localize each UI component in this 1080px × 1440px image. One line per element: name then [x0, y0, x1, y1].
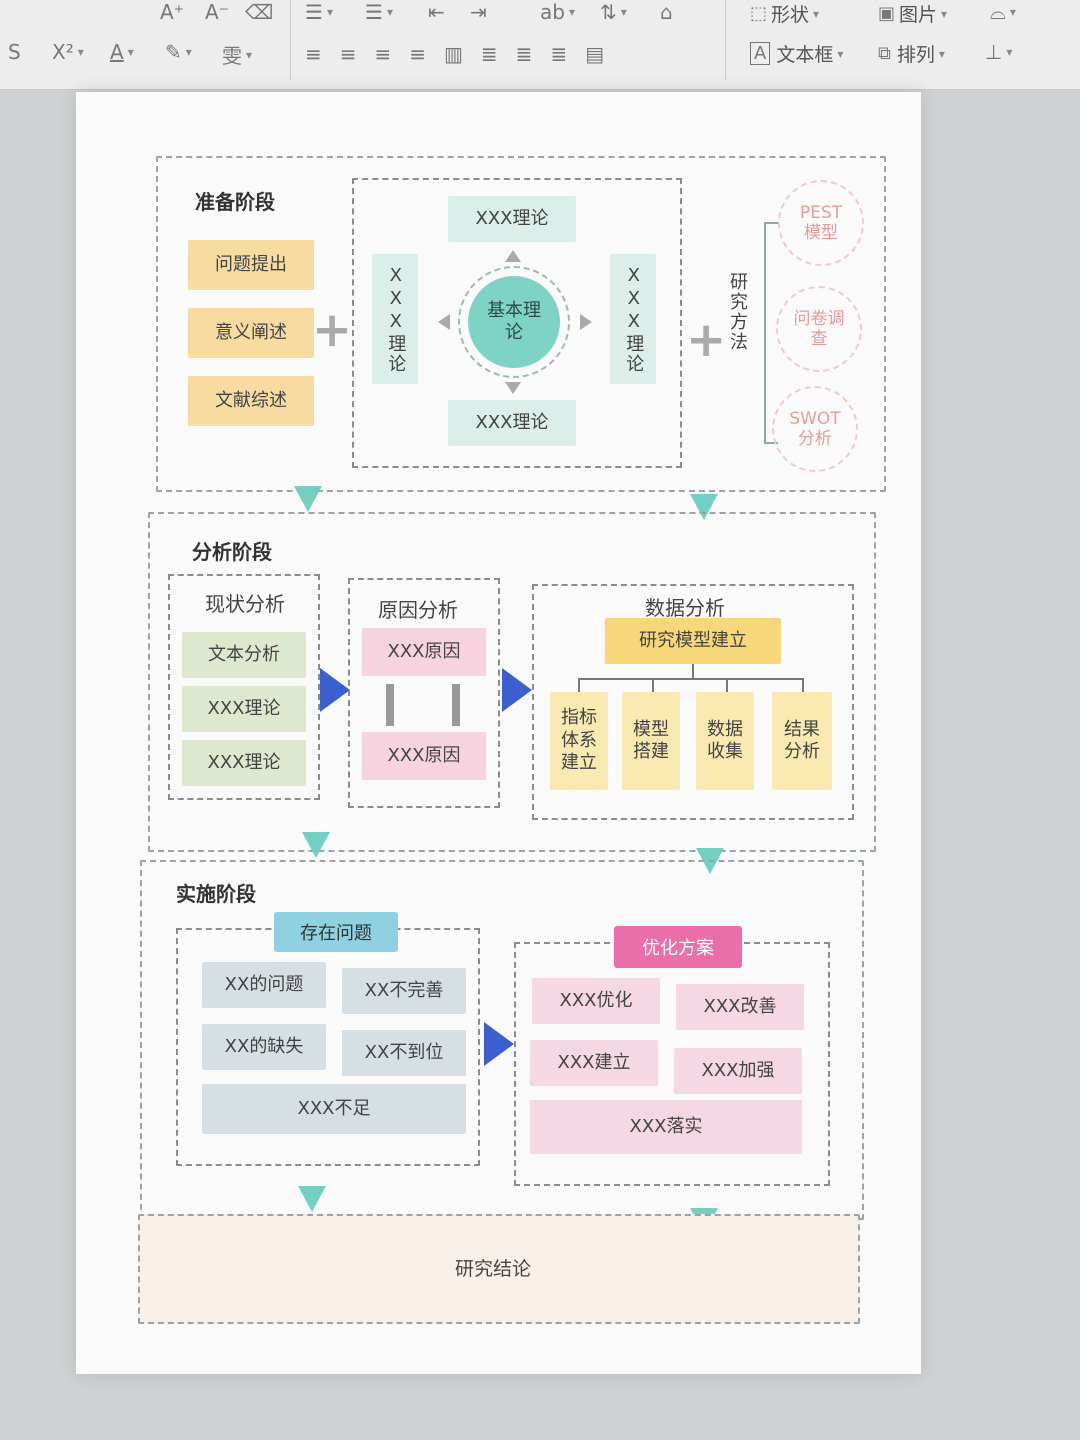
clear-format-icon[interactable]: ⌫ [245, 0, 274, 24]
prep-item: 意义阐述 [188, 308, 314, 358]
flow-right-arrow [484, 1022, 514, 1066]
status-item: 文本分析 [182, 632, 306, 678]
theory-left: XXX理论 [372, 254, 418, 384]
indent-icon[interactable]: ⇥ [470, 0, 487, 24]
cause-frame [348, 578, 500, 808]
plus-icon: + [686, 312, 727, 368]
status-item: XXX理论 [182, 686, 306, 732]
tree-connector [726, 678, 728, 692]
solution-item: XXX改善 [676, 984, 804, 1030]
data-title: 数据分析 [645, 596, 725, 620]
problem-item: XX不到位 [342, 1030, 466, 1076]
toolbar-divider [290, 0, 291, 80]
arrow-right-icon [580, 314, 592, 330]
theory-right: XXX理论 [610, 254, 656, 384]
data-frame [532, 584, 854, 820]
flow-down-arrow [294, 486, 322, 512]
decrease-font-icon[interactable]: A⁻ [205, 0, 230, 24]
cause-title: 原因分析 [378, 598, 458, 622]
more-icon[interactable]: ⌓▾ [990, 0, 1016, 24]
status-item: XXX理论 [182, 740, 306, 786]
impl-stage-title: 实施阶段 [176, 882, 256, 906]
tree-connector [578, 678, 580, 692]
problem-item: XX不完善 [342, 968, 466, 1014]
arrow-down-icon [505, 382, 521, 394]
toolbar-divider [725, 0, 726, 80]
prep-stage-title: 准备阶段 [195, 190, 275, 214]
method-pest: PEST模型 [778, 180, 864, 266]
arrange-button[interactable]: ⧉排列▾ [878, 43, 945, 66]
flow-right-arrow [320, 668, 350, 712]
status-frame [168, 574, 320, 800]
font-color-icon[interactable]: A▾ [110, 40, 134, 64]
solution-item: XXX优化 [532, 978, 660, 1024]
numbered-list-icon[interactable]: ☰▾ [365, 0, 393, 24]
data-item: 指标体系建立 [550, 692, 608, 790]
shape-button[interactable]: ⬚形状▾ [750, 3, 820, 26]
tree-connector [578, 678, 804, 680]
method-swot: SWOT分析 [772, 386, 858, 472]
data-item: 结果分析 [772, 692, 832, 790]
prep-item: 问题提出 [188, 240, 314, 290]
border-icon[interactable]: ⌂ [660, 0, 673, 24]
problems-tag: 存在问题 [274, 912, 398, 952]
conclusion-box [138, 1214, 860, 1324]
conclusion-label: 研究结论 [455, 1258, 532, 1280]
analysis-stage-title: 分析阶段 [192, 540, 272, 564]
sort-icon[interactable]: ⇅▾ [600, 0, 627, 24]
analysis-stage [148, 512, 876, 852]
plus-icon: + [312, 302, 353, 358]
solution-item: XXX建立 [530, 1040, 658, 1086]
flow-down-arrow [302, 832, 330, 858]
picture-button[interactable]: ▣图片▾ [878, 3, 948, 26]
cause-link-bar [452, 684, 460, 726]
core-theory-circle: 基本理论 [468, 276, 560, 368]
data-item: 数据收集 [696, 692, 754, 790]
arrow-left-icon [438, 314, 450, 330]
theory-frame [352, 178, 682, 468]
status-title: 现状分析 [205, 592, 285, 616]
data-item: 模型搭建 [622, 692, 680, 790]
flow-down-arrow [690, 494, 718, 520]
increase-font-icon[interactable]: A⁺ [160, 0, 185, 24]
model-build-box: 研究模型建立 [605, 618, 781, 664]
tree-connector [802, 678, 804, 692]
solutions-tag: 优化方案 [614, 926, 742, 968]
theory-bottom: XXX理论 [448, 400, 576, 446]
cause-item: XXX原因 [362, 628, 486, 676]
prep-stage [156, 156, 886, 492]
align-icons[interactable]: ≡≡≡≡▥≣≣≣▤ [305, 42, 623, 66]
prep-item: 文献综述 [188, 376, 314, 426]
highlight-icon[interactable]: ✎▾ [165, 40, 192, 64]
align-objects-icon[interactable]: ⊥▾ [985, 40, 1013, 64]
outdent-icon[interactable]: ⇤ [428, 0, 445, 24]
flow-down-arrow [298, 1186, 326, 1212]
method-bracket [764, 222, 778, 444]
problem-item-wide: XXX不足 [202, 1084, 466, 1134]
phonetic-icon[interactable]: 雯▾ [222, 44, 253, 68]
cause-item: XXX原因 [362, 732, 486, 780]
problem-item: XX的问题 [202, 962, 326, 1008]
bullet-list-icon[interactable]: ☰▾ [305, 0, 333, 24]
char-spacing-icon[interactable]: ab▾ [540, 0, 575, 24]
cause-link-bar [386, 684, 394, 726]
solution-item: XXX加强 [674, 1048, 802, 1094]
core-ring [458, 266, 570, 378]
method-survey: 问卷调查 [776, 286, 862, 372]
solution-item-wide: XXX落实 [530, 1100, 802, 1154]
ribbon-toolbar: A⁺ A⁻ ⌫ ☰▾ ☰▾ ⇤ ⇥ ab▾ ⇅▾ ⌂ ⬚形状▾ ▣图片▾ ⌓▾ … [0, 0, 1080, 90]
tree-connector [692, 664, 694, 678]
theory-top: XXX理论 [448, 196, 576, 242]
arrow-up-icon [505, 250, 521, 262]
problem-item: XX的缺失 [202, 1024, 326, 1070]
superscript-icon[interactable]: X²▾ [52, 40, 84, 64]
strikethrough-icon[interactable]: S [8, 40, 21, 64]
tree-connector [652, 678, 654, 692]
research-method-label: 研究方法 [727, 272, 748, 352]
flow-right-arrow [502, 668, 532, 712]
